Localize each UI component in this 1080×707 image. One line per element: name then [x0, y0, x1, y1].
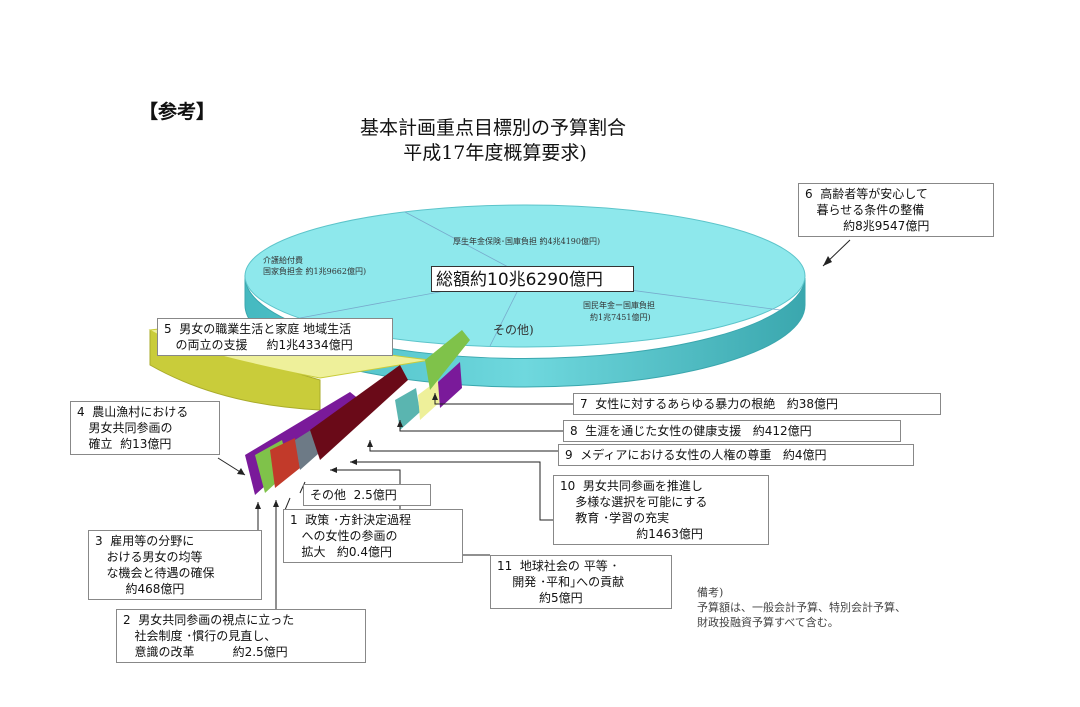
label-box-4: 4 農山漁村における 男女共同参画の 確立 約13億円: [70, 401, 220, 455]
arrowheads: [237, 256, 832, 509]
label-box-3: 3 雇用等の分野に おける男女の均等 な機会と待遇の確保 約468億円: [88, 530, 262, 600]
slice-3-bar: [270, 438, 300, 488]
label-box-8: 8 生涯を通じた女性の健康支援 約412億円: [563, 420, 901, 442]
label-box-9: 9 メディアにおける女性の人権の尊重 約4億円: [558, 444, 914, 466]
chart-subtitle: 平成17年度概算要求): [403, 142, 587, 164]
slice-divider: [404, 211, 526, 277]
pie-label-pension: 厚生年金保険･国庫負担 約4兆4190億円): [453, 237, 601, 246]
slice-11-bar: [425, 330, 470, 390]
label-box-7: 7 女性に対するあらゆる暴力の根絶 約38億円: [573, 393, 941, 415]
label-box-11: 11 地球社会の 平等 ･ 開発 ･平和｣への貢献 約5億円: [490, 555, 672, 609]
label-box-5: 5 男女の職業生活と家庭 地域生活 の両立の支援 約1兆4334億円: [157, 318, 393, 356]
label-box-1: 1 政策 ･方針決定過程 への女性の参画の 拡大 約0.4億円: [283, 509, 463, 563]
label-box-2: 2 男女共同参画の視点に立った 社会制度 ･慣行の見直し、 意識の改革 約2.5…: [116, 609, 366, 663]
slice-small-bar-gray: [295, 428, 318, 470]
slice-8-bar: [395, 388, 420, 430]
slice-7-bar: [418, 380, 440, 420]
reference-tag: 【参考】: [139, 101, 216, 123]
footnote: 備考)予算額は、一般会計予算、特別会計予算、財政投融資予算すべて含む。: [697, 586, 906, 629]
pie-label-other: その他): [493, 323, 534, 337]
chart-title: 基本計画重点目標別の予算割合: [359, 117, 626, 139]
slice-10-bar: [310, 365, 408, 460]
pie-label-national-pension-2: 約1兆7451億円): [590, 313, 651, 322]
label-box-other: その他 2.5億円: [303, 484, 431, 506]
label-box-6: 6 高齢者等が安心して 暮らせる条件の整備 約8兆9547億円: [798, 183, 994, 237]
pie-label-national-pension-1: 国民年金ー国庫負担: [583, 301, 655, 310]
slice-9-bar: [438, 362, 462, 408]
pie-label-nursing-1: 介護給付費: [263, 256, 303, 265]
total-amount-label: 総額約10兆6290億円: [431, 266, 634, 292]
label-box-10: 10 男女共同参画を推進し 多様な選択を可能にする 教育 ･学習の充実 約146…: [553, 475, 769, 545]
pie-label-nursing-2: 国家負担金 約1兆9662億円): [263, 267, 367, 276]
